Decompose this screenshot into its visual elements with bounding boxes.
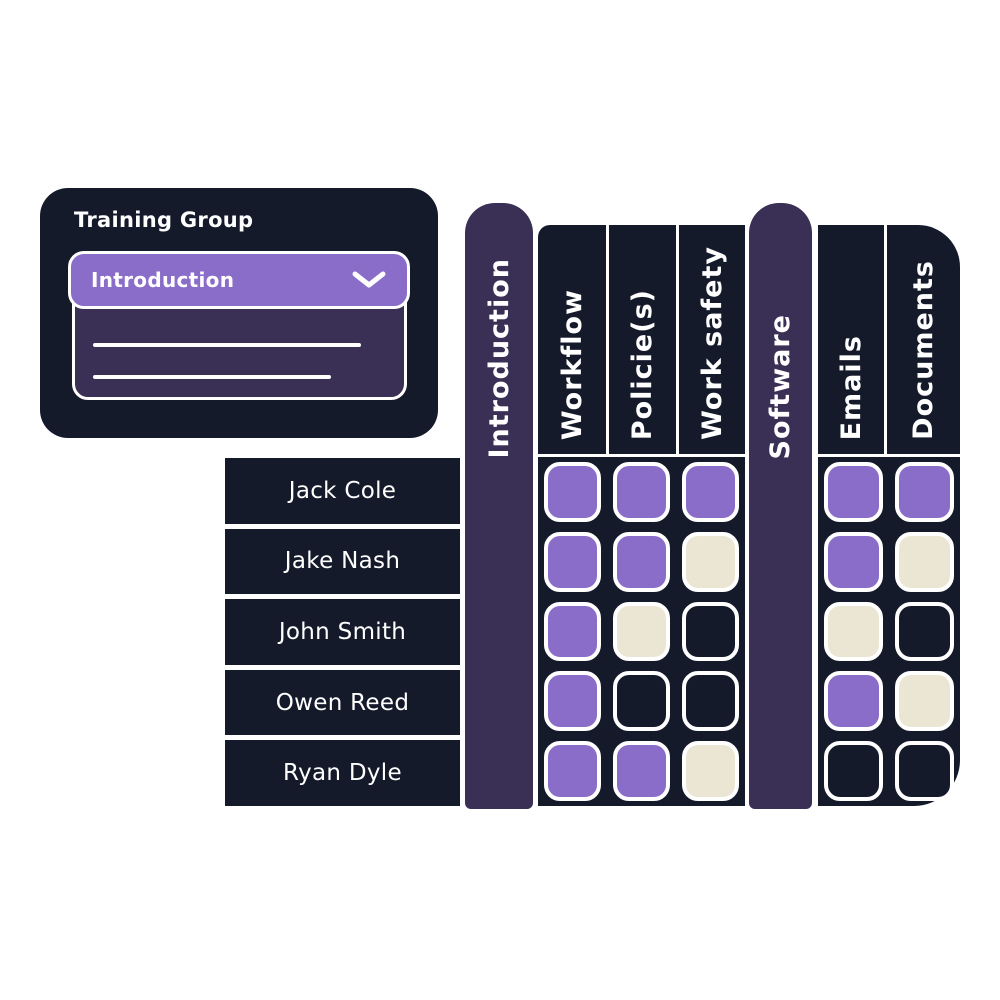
matrix-cell-work-safety[interactable] xyxy=(682,601,739,662)
matrix-cell-workflow[interactable] xyxy=(544,601,601,662)
dropdown-selected-label: Introduction xyxy=(91,268,235,292)
column-header-work-safety[interactable]: Work safety xyxy=(679,225,745,454)
column-header-label: Workflow xyxy=(556,288,588,440)
band-label-area: Introduction xyxy=(465,203,533,459)
column-header-emails[interactable]: Emails xyxy=(818,225,884,454)
column-header-label: Documents xyxy=(908,260,939,440)
matrix-cell-policies[interactable] xyxy=(613,531,670,592)
matrix-cell-work-safety[interactable] xyxy=(682,671,739,732)
band-label-area: Software xyxy=(749,203,812,459)
matrix-cell-emails[interactable] xyxy=(824,531,883,592)
matrix-cell-workflow[interactable] xyxy=(544,741,601,801)
group-band-introduction[interactable]: Introduction xyxy=(465,203,533,809)
dropdown-selected-button[interactable]: Introduction xyxy=(68,251,410,309)
matrix-cell-policies[interactable] xyxy=(613,601,670,662)
matrix-cell-emails[interactable] xyxy=(824,671,883,732)
matrix-cell-policies[interactable] xyxy=(613,671,670,732)
trainee-row[interactable]: Ryan Dyle xyxy=(225,740,460,806)
matrix-cell-policies[interactable] xyxy=(613,462,670,522)
matrix-cell-work-safety[interactable] xyxy=(682,741,739,801)
trainee-name: Jack Cole xyxy=(288,477,397,504)
matrix-grid-middle xyxy=(538,457,745,806)
matrix-cell-policies[interactable] xyxy=(613,741,670,801)
trainee-row[interactable]: Owen Reed xyxy=(225,669,460,736)
column-header-policies[interactable]: Policie(s) xyxy=(609,225,676,454)
matrix-cell-work-safety[interactable] xyxy=(682,462,739,522)
trainee-row[interactable]: John Smith xyxy=(225,599,460,665)
matrix-cell-documents[interactable] xyxy=(895,671,954,732)
chevron-down-icon xyxy=(352,271,386,288)
trainee-name: John Smith xyxy=(278,618,407,645)
trainee-name: Ryan Dyle xyxy=(283,760,402,787)
group-band-software[interactable]: Software xyxy=(749,203,812,809)
matrix-cell-documents[interactable] xyxy=(895,531,954,592)
skeleton-option-line xyxy=(93,343,361,347)
matrix-cell-work-safety[interactable] xyxy=(682,531,739,592)
matrix-cell-emails[interactable] xyxy=(824,601,883,662)
training-group-card: Training Group Introduction xyxy=(40,188,438,438)
trainee-row[interactable]: Jack Cole xyxy=(225,458,460,524)
matrix-cell-workflow[interactable] xyxy=(544,531,601,592)
matrix-cell-workflow[interactable] xyxy=(544,462,601,522)
column-header-label: Work safety xyxy=(696,246,728,440)
band-label: Introduction xyxy=(483,258,515,459)
matrix-grid-right xyxy=(818,457,960,806)
matrix-cell-documents[interactable] xyxy=(895,462,954,522)
training-group-dropdown: Introduction xyxy=(68,251,410,403)
matrix-cell-emails[interactable] xyxy=(824,741,883,801)
band-label: Software xyxy=(765,313,796,459)
card-title: Training Group xyxy=(74,208,254,232)
matrix-cell-emails[interactable] xyxy=(824,462,883,522)
matrix-cell-workflow[interactable] xyxy=(544,671,601,732)
matrix-cell-documents[interactable] xyxy=(895,601,954,662)
column-header-label: Policie(s) xyxy=(627,288,658,440)
trainee-name: Owen Reed xyxy=(275,689,410,716)
column-header-documents[interactable]: Documents xyxy=(887,225,960,454)
column-header-label: Emails xyxy=(835,334,867,440)
trainee-row[interactable]: Jake Nash xyxy=(225,528,460,595)
matrix-cell-documents[interactable] xyxy=(895,741,954,801)
trainee-name: Jake Nash xyxy=(284,548,401,575)
skeleton-option-line xyxy=(93,375,331,379)
column-header-workflow[interactable]: Workflow xyxy=(538,225,606,454)
